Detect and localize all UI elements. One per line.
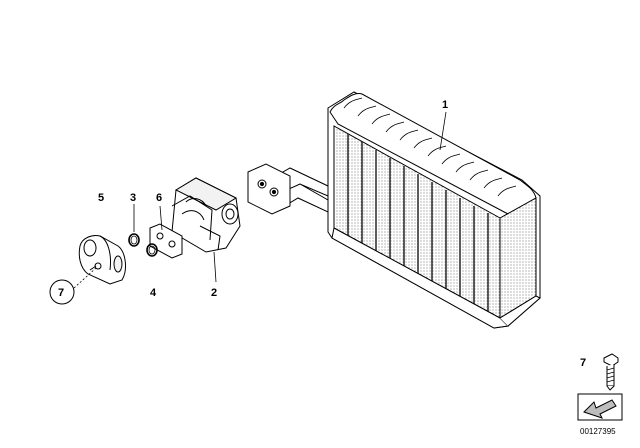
direction-arrow-icon xyxy=(577,393,623,421)
gasket-plate xyxy=(149,223,183,259)
callout-4: 4 xyxy=(150,287,157,299)
evaporator-pipes xyxy=(247,163,329,215)
callout-7: 7 xyxy=(58,287,64,299)
pipe-flange xyxy=(247,163,291,215)
callout-6: 6 xyxy=(156,192,162,204)
leader-lines xyxy=(73,111,447,289)
screw-icon xyxy=(603,353,619,391)
legend-number: 7 xyxy=(580,357,586,369)
evaporator xyxy=(327,91,541,329)
legend-part-7: 7 00127395 xyxy=(577,353,623,436)
callout-2: 2 xyxy=(211,287,217,299)
o-ring-3 xyxy=(128,233,140,247)
o-ring-4 xyxy=(146,243,158,257)
o-rings xyxy=(128,233,158,257)
valve-housing xyxy=(171,177,241,253)
catalog-code: 00127395 xyxy=(580,427,616,436)
callout-7-circle: 7 xyxy=(49,279,75,305)
callout-3: 3 xyxy=(130,192,136,204)
expansion-valve xyxy=(78,235,126,285)
evaporator-top-tank xyxy=(329,93,537,215)
callout-1: 1 xyxy=(442,99,448,111)
callout-5: 5 xyxy=(98,192,104,204)
